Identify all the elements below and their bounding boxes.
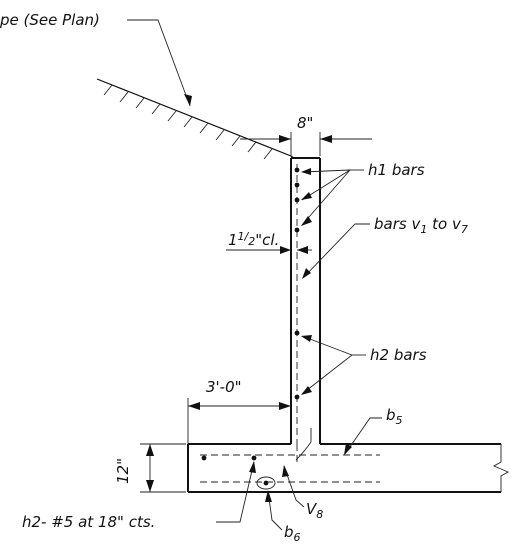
h1-bar: [294, 167, 300, 173]
slope-label: pe (See Plan): [0, 11, 100, 29]
h1-bar: [294, 227, 300, 233]
cover-dimension: [226, 246, 312, 254]
h1-bar: [294, 197, 300, 203]
h2-leaders: [301, 335, 366, 395]
h1-bar: [294, 182, 300, 188]
footing-bars-leader: [216, 461, 255, 523]
h2-bar: [294, 330, 300, 336]
toe-dimension-label: 3'-0": [206, 378, 242, 396]
footing-thickness-label: 12": [114, 458, 132, 484]
stem-width-label: 8": [297, 114, 313, 132]
h1-bars-label: h1 bars: [368, 161, 425, 179]
v8-hook: [256, 476, 276, 490]
break-line: [492, 444, 510, 492]
slope-leader-line: [127, 19, 191, 107]
vertical-bars-label: bars v1 to v7: [374, 215, 468, 236]
footing: [187, 441, 510, 493]
slope-leader-arrow: [184, 94, 192, 106]
footing-bars-label: h2- #5 at 18" cts.: [22, 513, 155, 531]
cover-dimension-label: 11/2"cl.: [228, 230, 279, 249]
b5-leader: [344, 417, 382, 455]
footing-bar: [251, 455, 257, 461]
stem-width-dimension: [240, 132, 372, 156]
b5-label: b5: [386, 406, 403, 427]
h2-bars-label: h2 bars: [370, 346, 427, 364]
footing-thickness-dimension: [140, 443, 186, 493]
toe-dimension: [187, 398, 291, 444]
ground-hatching: [103, 84, 273, 160]
h1-leaders: [301, 168, 364, 226]
v8-leader: [283, 465, 305, 508]
vertical-bars-leader: [302, 223, 370, 279]
stem-bars: [294, 167, 300, 400]
v8-label: V8: [306, 500, 323, 521]
ground-slope: [96, 78, 295, 160]
h2-bar: [294, 394, 300, 400]
footing-bar: [201, 455, 207, 461]
b6-label: b6: [284, 523, 301, 544]
